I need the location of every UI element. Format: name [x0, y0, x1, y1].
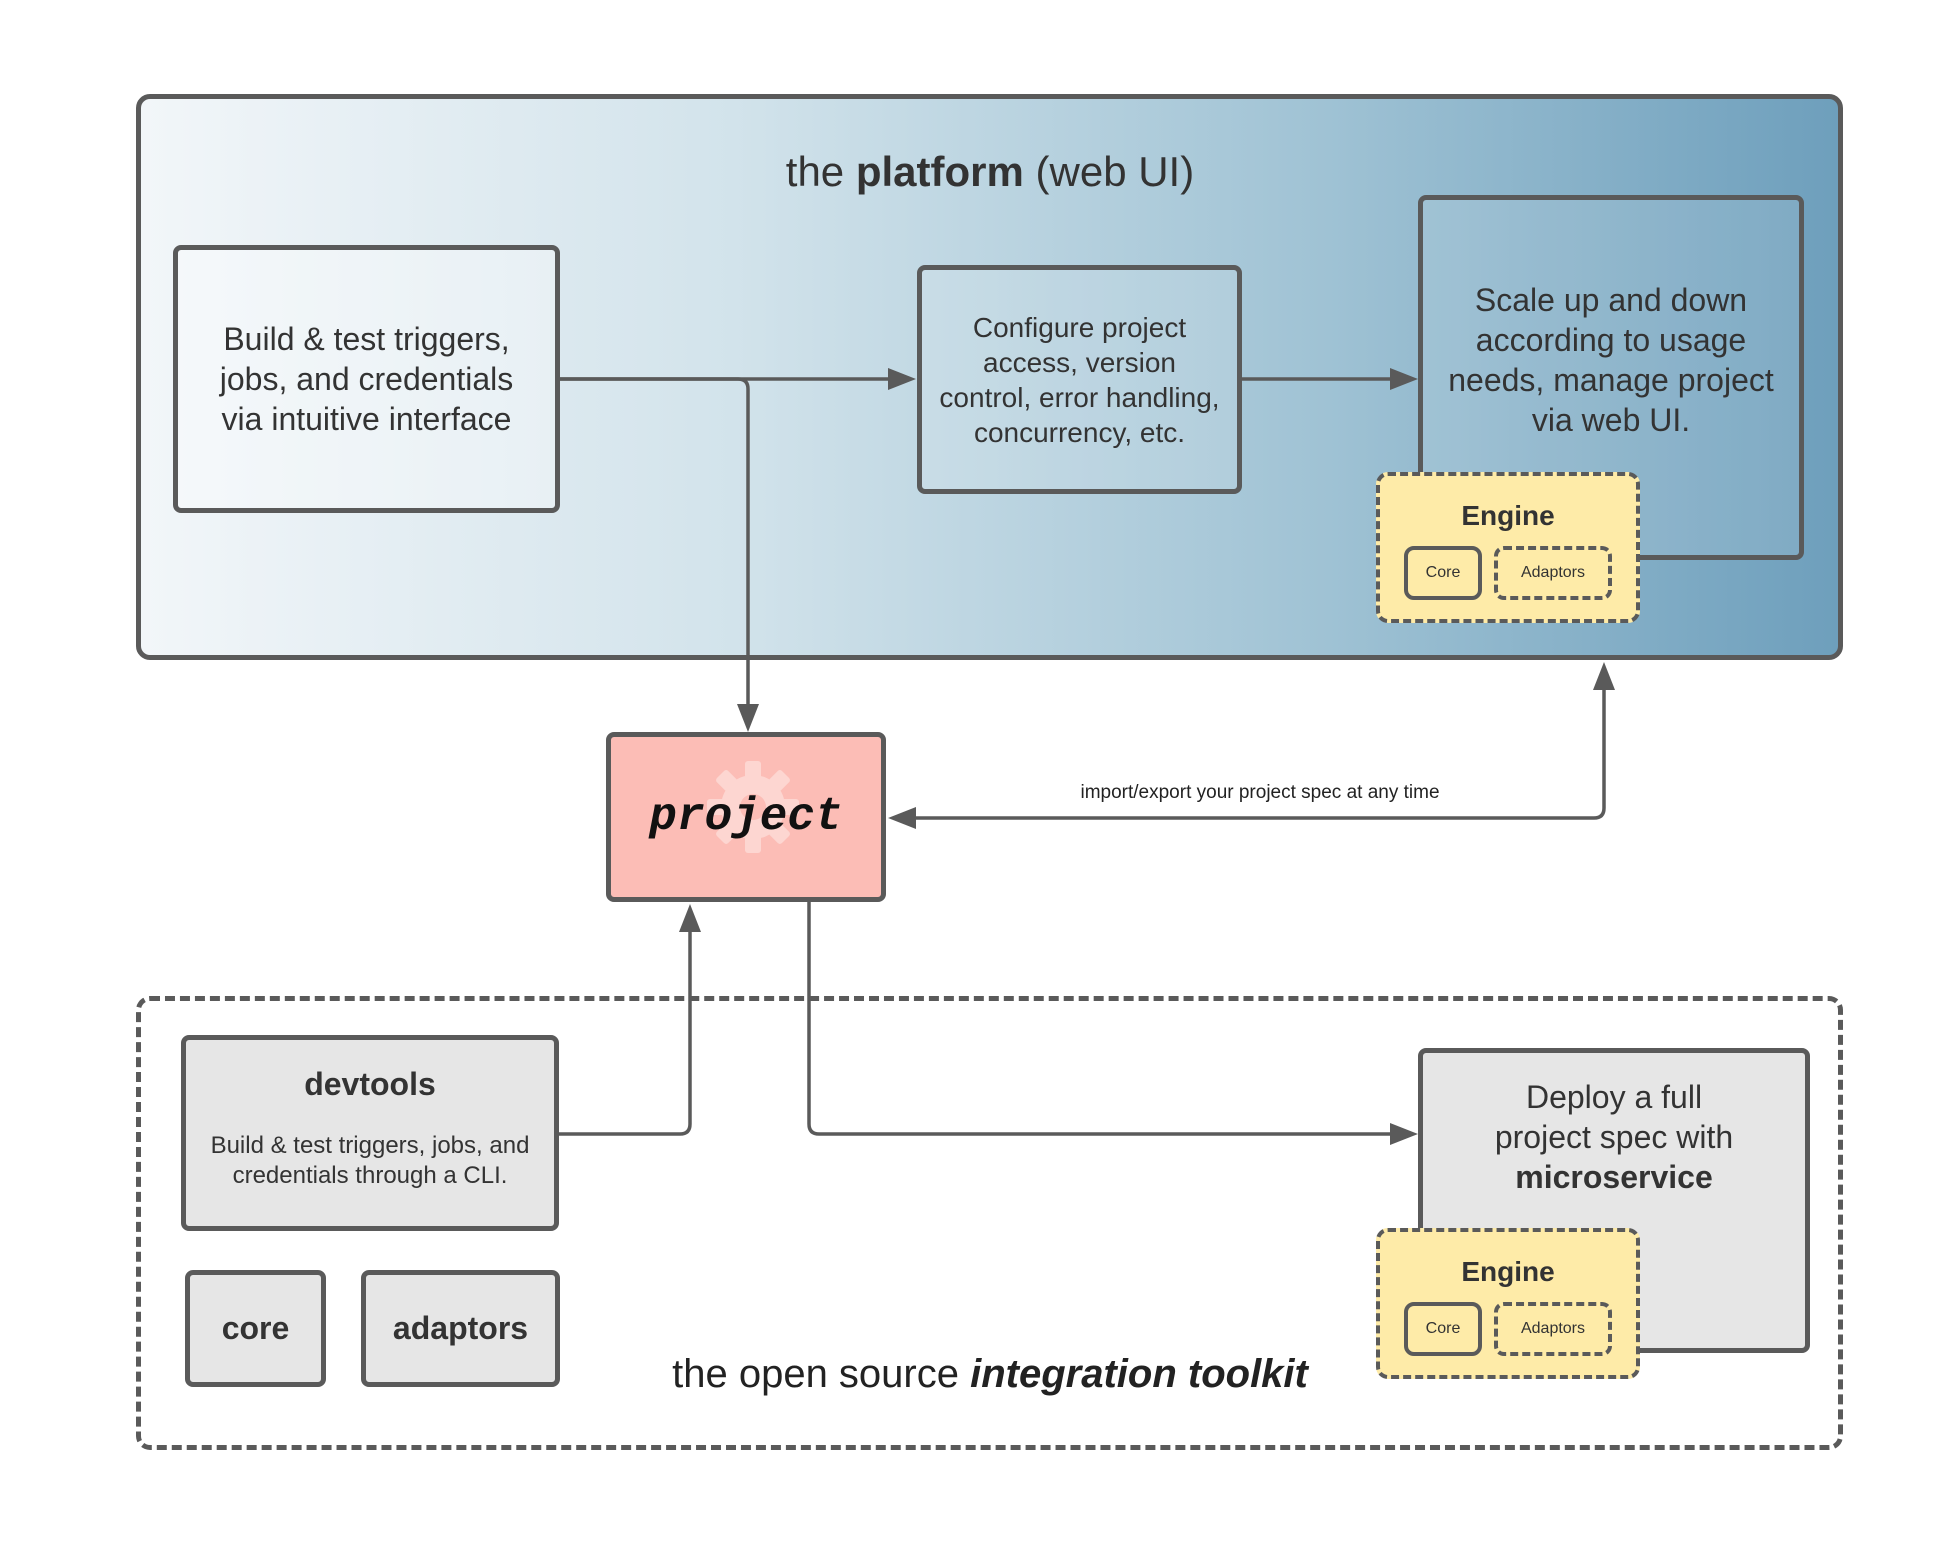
scale-line: Scale up and down [1474, 282, 1748, 318]
toolkit-container [136, 996, 1843, 1450]
configure-line: Configure project [972, 311, 1187, 343]
configure-line: access, version [983, 346, 1176, 378]
connector-import-export [902, 676, 1606, 820]
configure-project-box: Configure project access, version contro… [917, 265, 1242, 494]
engine-title: Engine [1461, 1256, 1555, 1287]
engine-components: Core Adaptors [1404, 546, 1612, 600]
toolkit-title-prefix: the open source [672, 1352, 959, 1396]
platform-title: the platform (web UI) [600, 148, 1380, 196]
platform-title-suffix: (web UI) [1035, 148, 1195, 195]
devtools-title: devtools [304, 1066, 436, 1102]
engine-adaptors-pill: Adaptors [1494, 1302, 1612, 1356]
devtools-box: devtools Build & test triggers, jobs, an… [181, 1035, 559, 1231]
arrowhead-project-bottom [679, 904, 701, 932]
triggers-line: Build & test triggers, [223, 321, 510, 357]
triggers-line: via intuitive interface [221, 401, 512, 437]
triggers-line: jobs, and credentials [219, 361, 514, 397]
arrowhead-project-top [737, 704, 759, 732]
project-node: project [606, 732, 886, 902]
gear-icon [707, 761, 799, 853]
engine-adaptors-pill: Adaptors [1494, 546, 1612, 600]
arrowhead-configure [888, 368, 916, 390]
deploy-line: project spec with [1494, 1119, 1734, 1155]
devtools-description: Build & test triggers, jobs, and credent… [211, 1131, 530, 1191]
arrowhead-deploy [1390, 1123, 1418, 1145]
adaptors-box: adaptors [361, 1270, 560, 1387]
arrowhead-scale [1390, 368, 1418, 390]
platform-title-bold: platform [855, 148, 1024, 195]
platform-title-prefix: the [785, 148, 845, 195]
toolkit-title-emphasis: integration toolkit [970, 1352, 1308, 1396]
core-box: core [185, 1270, 326, 1387]
arrowhead-project-right [888, 807, 916, 829]
connector-project-to-deploy [807, 902, 1403, 1136]
toolkit-title: the open source integration toolkit [600, 1352, 1380, 1397]
connector-devtools-to-project [559, 918, 692, 1136]
deploy-bold-line: microservice [1515, 1159, 1713, 1195]
engine-core-pill: Core [1404, 546, 1482, 600]
configure-line: control, error handling, [939, 381, 1220, 413]
toolkit-engine-box: Engine Core Adaptors [1376, 1228, 1640, 1379]
import-export-label: import/export your project spec at any t… [1080, 782, 1440, 803]
triggers-jobs-credentials-box: Build & test triggers, jobs, and credent… [173, 245, 560, 513]
scale-line: according to usage [1475, 322, 1747, 358]
scale-line: via web UI. [1531, 402, 1691, 438]
arrowhead-platform [1593, 662, 1615, 690]
platform-engine-box: Engine Core Adaptors [1376, 472, 1640, 623]
devtools-desc-line: credentials through a CLI. [232, 1162, 508, 1189]
deploy-line: Deploy a full [1525, 1079, 1703, 1115]
devtools-desc-line: Build & test triggers, jobs, and [210, 1132, 530, 1159]
connector-triggers-to-project [560, 377, 750, 716]
configure-line: concurrency, etc. [973, 416, 1186, 448]
project-label: project [649, 791, 843, 843]
scale-line: needs, manage project [1448, 362, 1774, 398]
engine-title: Engine [1461, 500, 1555, 531]
engine-core-pill: Core [1404, 1302, 1482, 1356]
engine-components: Core Adaptors [1404, 1302, 1612, 1356]
